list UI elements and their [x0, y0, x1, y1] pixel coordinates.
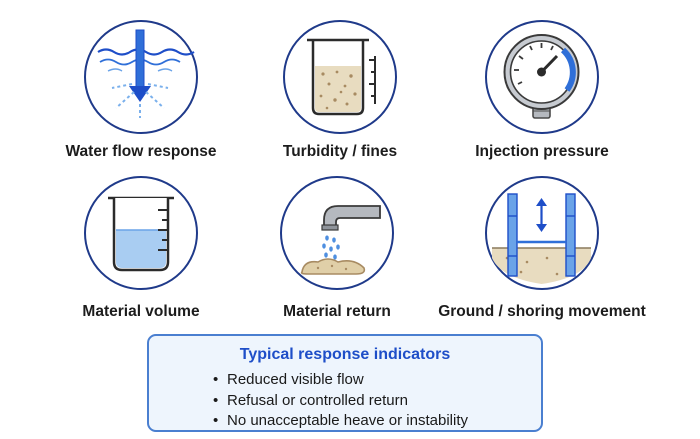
list-item: • Reduced visible flow — [213, 370, 468, 391]
turbidity-beaker-icon — [307, 38, 376, 116]
indicator-label: Ground / shoring movement — [438, 303, 646, 320]
list-item-text: Reduced visible flow — [227, 371, 364, 388]
measuring-beaker-icon — [108, 196, 174, 272]
list-item: • No unacceptable heave or instability — [213, 411, 468, 432]
material-volume-tile — [84, 176, 198, 290]
water-flow-tile — [84, 20, 198, 134]
indicator-label: Water flow response — [65, 143, 217, 160]
bullet-icon: • — [213, 391, 219, 409]
indicator-label: Injection pressure — [475, 143, 609, 160]
bullet-icon: • — [213, 412, 219, 429]
shoring-movement-icon — [492, 193, 591, 284]
turbidity-tile — [283, 20, 397, 134]
water-flow-icon — [97, 29, 195, 118]
material-return-tile — [280, 176, 394, 290]
list-item-text: Refusal or controlled return — [227, 391, 408, 409]
pressure-gauge-icon — [503, 34, 580, 119]
indicator-label: Material return — [283, 303, 391, 320]
indicator-label: Material volume — [82, 303, 200, 320]
panel-title: Typical response indicators — [239, 346, 451, 363]
injection-pressure-tile — [485, 20, 599, 134]
indicator-list: • Reduced visible flow • Refusal or contro… — [213, 370, 468, 432]
indicator-label: Turbidity / fines — [282, 143, 398, 160]
list-item-text: No unacceptable heave or instability — [227, 412, 468, 429]
pipe-outflow-icon — [300, 205, 381, 275]
bullet-icon: • — [213, 371, 219, 388]
response-indicators-panel: Typical response indicators • Reduced vis… — [147, 334, 543, 432]
ground-shoring-tile — [485, 176, 599, 290]
list-item: • Refusal or controlled return — [213, 391, 468, 412]
